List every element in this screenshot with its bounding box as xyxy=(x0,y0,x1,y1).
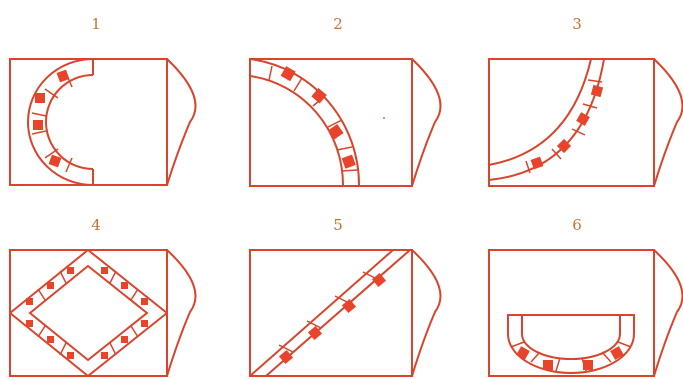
figure-4 xyxy=(10,250,195,376)
figure-1 xyxy=(10,59,195,185)
figure-5 xyxy=(250,250,440,376)
figure-6 xyxy=(489,250,682,376)
figure-3 xyxy=(489,59,682,186)
figure-2 xyxy=(250,59,440,186)
